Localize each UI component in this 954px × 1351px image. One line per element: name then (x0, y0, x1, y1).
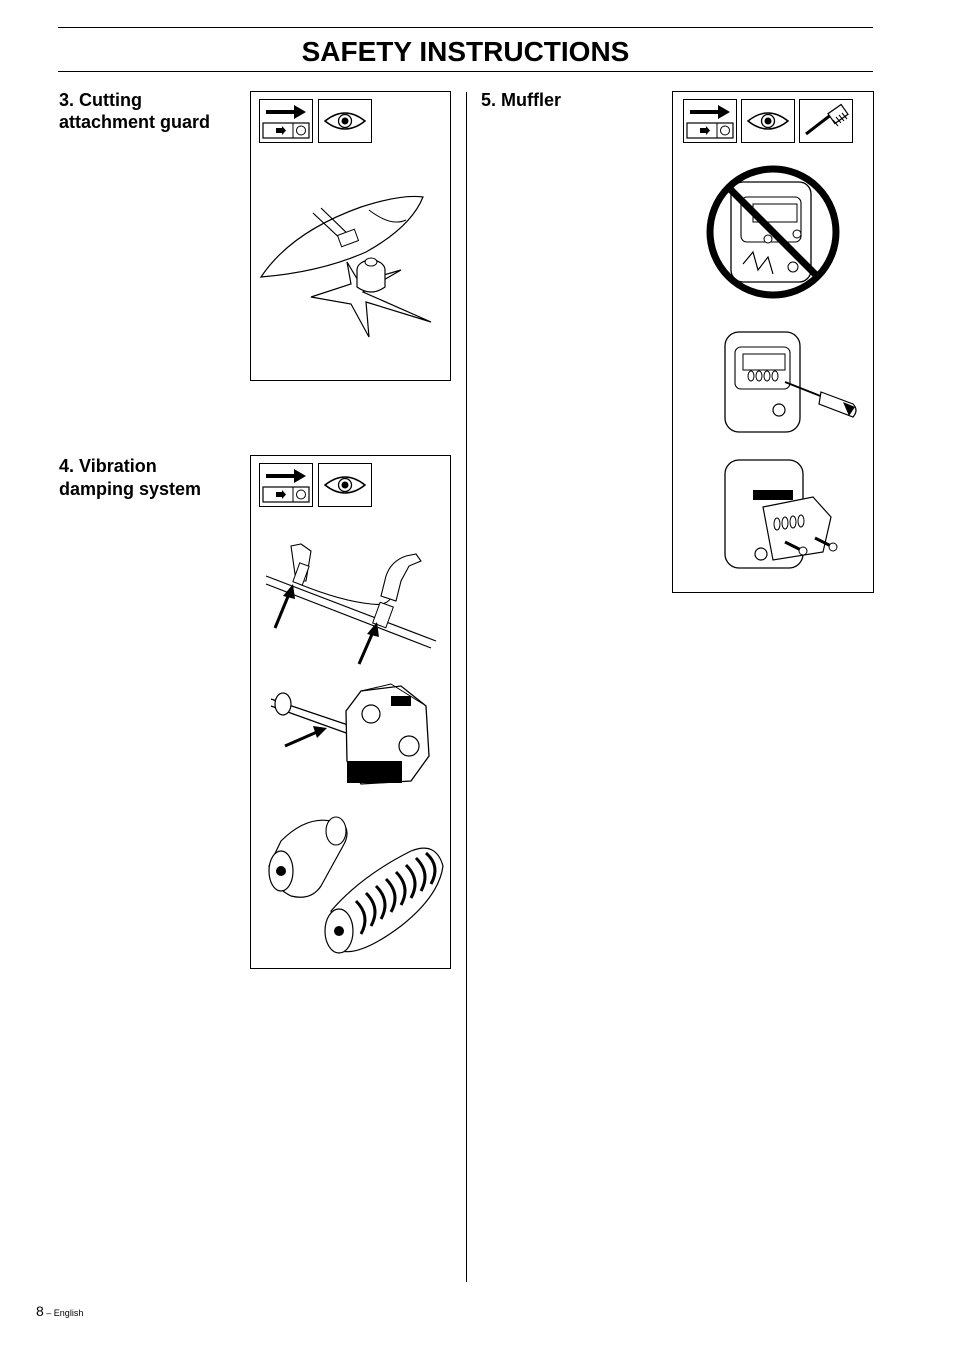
top-rule (58, 27, 873, 28)
section-4-heading-line2: damping system (59, 479, 202, 499)
brush-icon (799, 99, 853, 143)
column-divider (466, 92, 467, 1282)
section-4-heading: 4. Vibration damping system (59, 455, 201, 501)
section-3-heading-line2: attachment guard (59, 112, 211, 132)
muffler-illustration (706, 165, 857, 569)
page-title: SAFETY INSTRUCTIONS (301, 36, 630, 67)
damping-system-illustration (265, 543, 444, 954)
check-interval-icon (259, 463, 313, 507)
section-4-heading-line1: 4. Vibration (59, 456, 157, 476)
inspect-eye-icon (741, 99, 795, 143)
muffler-figure (672, 91, 874, 593)
section-5-heading: 5. Muffler (481, 89, 561, 111)
page-number: 8 (36, 1303, 44, 1319)
page-footer: 8 – English (36, 1303, 83, 1319)
inspect-eye-icon (318, 99, 372, 143)
vibration-damping-figure (250, 455, 451, 969)
section-3-heading-line1: 3. Cutting (59, 90, 142, 110)
check-interval-icon (259, 99, 313, 143)
footer-language: – English (43, 1308, 84, 1318)
section-3-heading: 3. Cutting attachment guard (59, 89, 210, 133)
check-interval-icon (683, 99, 737, 143)
cutting-guard-figure (250, 91, 451, 381)
title-underline (58, 71, 873, 72)
inspect-eye-icon (318, 463, 372, 507)
section-5-heading-line1: 5. Muffler (481, 90, 562, 110)
trimmer-head-guard-illustration (259, 195, 432, 338)
